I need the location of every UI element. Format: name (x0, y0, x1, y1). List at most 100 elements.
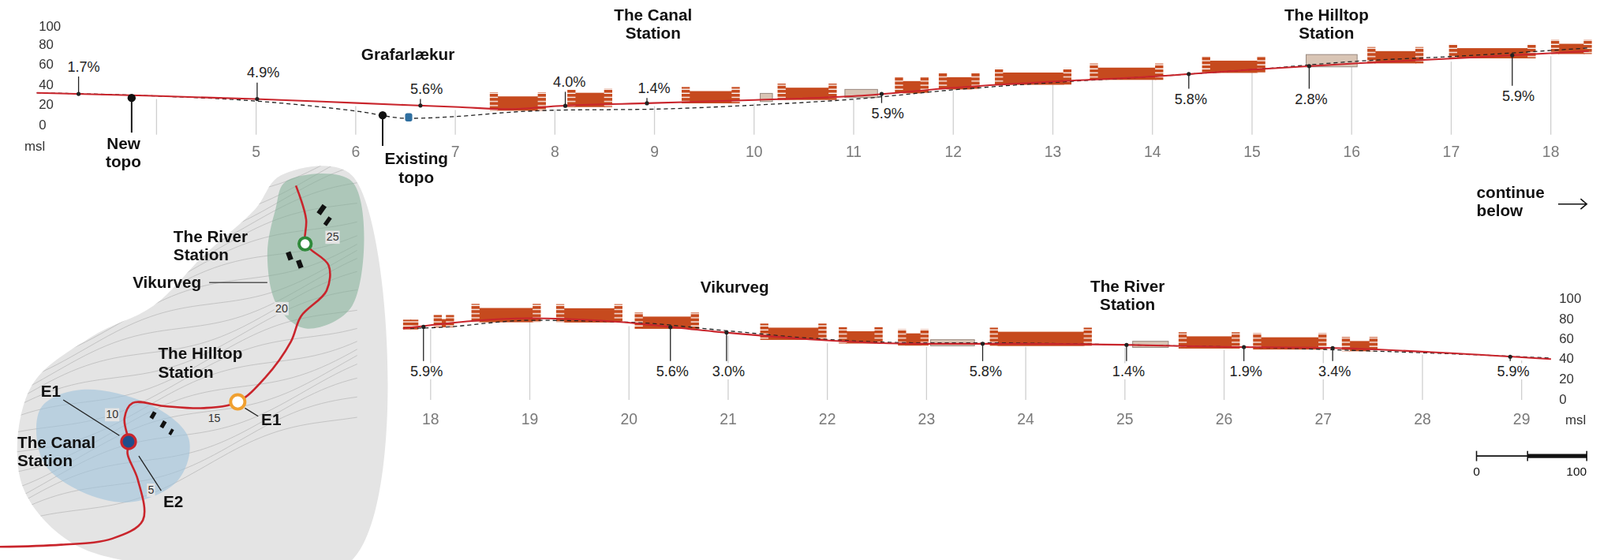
scale-tick (1476, 451, 1478, 462)
slope-dot (1510, 52, 1515, 57)
building-end (614, 304, 623, 323)
slope-dot (1241, 344, 1246, 349)
slope-dot (563, 104, 568, 109)
label: 28 (1413, 410, 1432, 428)
label: continue below (1476, 183, 1559, 222)
label: The Hilltop Station (1265, 6, 1388, 45)
label: 5.9% (869, 104, 906, 122)
scale-block (1527, 454, 1587, 459)
label: 5.8% (1172, 90, 1209, 108)
label: 14 (1143, 142, 1162, 161)
label: 3.0% (710, 362, 747, 380)
slope-dot (980, 341, 985, 346)
label: 12 (944, 142, 962, 161)
leader-line (422, 326, 424, 361)
grid-line (1052, 84, 1054, 135)
marker-dot (378, 111, 387, 120)
label: 5 (146, 483, 156, 497)
slope-dot (76, 92, 81, 97)
label: The River Station (173, 227, 276, 266)
leader-line (1243, 347, 1245, 362)
grid-line (1421, 355, 1423, 400)
label: 25 (1116, 410, 1134, 428)
slope-dot (724, 330, 729, 335)
label: 80 (38, 37, 54, 53)
label: 80 (1558, 312, 1574, 328)
hilltop-station-marker (230, 395, 245, 410)
building-end (760, 323, 769, 341)
building-end (1367, 47, 1376, 64)
contour-line (0, 33, 358, 154)
label: 1.4% (635, 79, 673, 97)
label: 4.0% (550, 73, 587, 90)
building-end (691, 312, 700, 329)
label: 5.9% (407, 362, 445, 380)
building-symbol (285, 251, 294, 262)
site-map (0, 33, 389, 560)
slope-dot (1124, 343, 1129, 348)
contour-line (0, 40, 358, 173)
building-end (818, 323, 827, 341)
building-end (1256, 56, 1265, 74)
building-symbol (159, 420, 167, 429)
building-symbol (295, 259, 304, 270)
topo-markers (127, 93, 413, 146)
building-symbol (316, 204, 327, 216)
label: 3.4% (1315, 362, 1353, 380)
leader-line (63, 400, 120, 436)
slope-dot (1508, 355, 1513, 359)
label: E1 (41, 382, 61, 402)
scale-bar (1476, 451, 1588, 462)
label: 60 (1558, 331, 1574, 347)
slope-dot (1186, 71, 1191, 76)
label: 5 (251, 142, 261, 161)
building-symbol (149, 411, 157, 419)
building-symbol (168, 428, 174, 436)
scale-tick (1526, 451, 1529, 462)
label: 15 (1243, 142, 1261, 161)
building-end (556, 304, 565, 323)
label: 27 (1314, 410, 1332, 428)
label: 7 (451, 142, 460, 161)
leader-line (564, 91, 566, 106)
profile (37, 39, 1593, 135)
building-end (634, 312, 643, 329)
building-symbol (323, 216, 333, 227)
label: E1 (261, 411, 281, 430)
label: 23 (918, 410, 936, 428)
continue-arrow (1558, 198, 1587, 210)
new-topo-line (37, 51, 1589, 110)
building-end (681, 86, 690, 104)
leader-line (1308, 66, 1310, 90)
label: 100 (1558, 291, 1582, 307)
label: 20 (620, 410, 638, 428)
marker-dot (127, 93, 136, 102)
label: 4.9% (244, 63, 281, 81)
label: 29 (1513, 410, 1531, 428)
label: 100 (1566, 465, 1587, 480)
label: 19 (521, 410, 539, 428)
label: Grafarlækur (361, 45, 455, 65)
grid-line (1351, 66, 1353, 135)
label: 40 (1558, 351, 1574, 367)
grid-line (255, 101, 257, 135)
grid-line (753, 103, 755, 135)
existing-topo-line (37, 48, 1589, 119)
label: The Canal Station (17, 433, 130, 472)
label: 0 (38, 118, 46, 134)
leader-line (669, 327, 671, 362)
grid-line (852, 99, 854, 135)
grid-line (1550, 56, 1552, 135)
leader-line (1188, 74, 1189, 90)
label: 24 (1016, 410, 1035, 428)
grid-line (826, 343, 828, 400)
label: 40 (38, 77, 54, 93)
label: 20 (274, 302, 289, 315)
route-line (0, 185, 330, 547)
building-end (1084, 327, 1092, 346)
label: 25 (325, 230, 340, 243)
leader-line (244, 407, 258, 416)
grid-line (1223, 350, 1225, 400)
marker-stem (130, 97, 133, 133)
